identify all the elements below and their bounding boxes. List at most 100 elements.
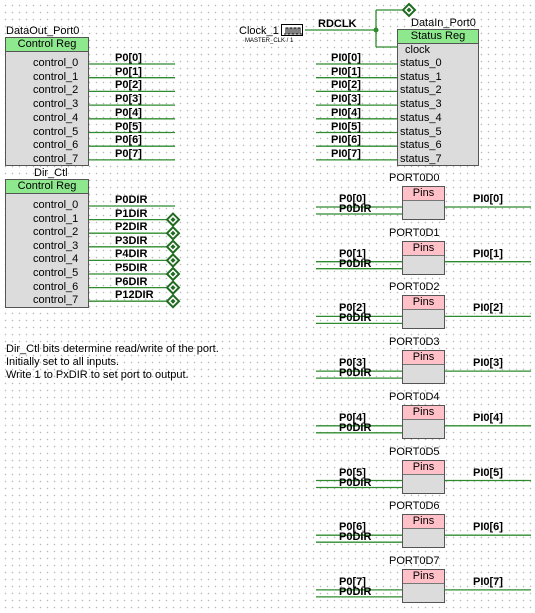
datain-net-label: PI0[6] — [331, 134, 361, 147]
clock-component[interactable] — [281, 24, 303, 36]
datain-net-label: PI0[3] — [331, 93, 361, 106]
dirctl-pin-label: control_5 — [33, 267, 79, 279]
dataout-net-label: P0[5] — [115, 120, 142, 133]
note-line: Write 1 to PxDIR to set port to output. — [6, 369, 189, 381]
dataout-title: DataOut_Port0 — [6, 25, 80, 37]
off-page-connector-icon — [165, 266, 181, 282]
dataout-pin-label: control_2 — [33, 84, 79, 97]
note-line: Initially set to all inputs. — [6, 356, 120, 368]
dataout-net-label: P0[7] — [115, 147, 142, 160]
dirctl-pin-label: control_2 — [33, 226, 79, 239]
port-out-net-label: PI0[1] — [473, 247, 503, 260]
dirctl-net-label: P0DIR — [115, 194, 148, 206]
port-pins-component[interactable]: Pins — [402, 514, 445, 549]
pins-header: Pins — [403, 460, 444, 475]
port-dir-net-label: P0DIR — [339, 312, 372, 325]
dataout-pin-label: control_1 — [33, 70, 79, 83]
off-page-connector-icon — [165, 239, 181, 255]
datain-net-label: PI0[0] — [331, 52, 361, 64]
dirctl-control-reg[interactable]: Control Reg — [5, 179, 89, 308]
dataout-pin-label: control_0 — [33, 57, 79, 69]
dataout-pin-label: control_3 — [33, 98, 79, 111]
port-dir-net-label: P0DIR — [339, 367, 372, 380]
port-name: PORT0D5 — [389, 445, 440, 458]
clock-name: Clock_1 — [239, 25, 279, 37]
port-out-net-label: PI0[6] — [473, 521, 503, 534]
port-pins-component[interactable]: Pins — [402, 295, 445, 330]
dirctl-net-label: P6DIR — [115, 275, 148, 288]
port-name: PORT0D1 — [389, 226, 440, 239]
datain-pin-label: status_2 — [400, 84, 442, 97]
pins-header: Pins — [403, 351, 444, 366]
dirctl-header: Control Reg — [6, 180, 88, 194]
datain-status-reg[interactable]: Status Reg — [397, 29, 479, 166]
port-out-net-label: PI0[4] — [473, 411, 503, 424]
datain-title: DataIn_Port0 — [411, 17, 476, 29]
port-dir-net-label: P0DIR — [339, 257, 372, 270]
port-out-net-label: PI0[0] — [473, 193, 503, 205]
port-dir-net-label: P0DIR — [339, 476, 372, 489]
dirctl-net-label: P12DIR — [115, 289, 154, 302]
datain-pin-label: status_7 — [400, 152, 442, 165]
port-out-net-label: PI0[5] — [473, 466, 503, 479]
port-dir-net-label: P0DIR — [339, 585, 372, 598]
port-name: PORT0D3 — [389, 336, 440, 349]
dirctl-net-label: P3DIR — [115, 234, 148, 247]
port-out-net-label: PI0[2] — [473, 302, 503, 315]
datain-pin-label: status_0 — [400, 57, 442, 69]
off-page-connector-icon — [165, 293, 181, 309]
port-pins-component[interactable]: Pins — [402, 350, 445, 385]
port-name: PORT0D7 — [389, 554, 440, 567]
dataout-net-label: P0[0] — [115, 52, 142, 64]
dirctl-title: Dir_Ctl — [34, 167, 68, 179]
clock-waveform-icon — [284, 27, 302, 35]
dirctl-net-label: P1DIR — [115, 207, 148, 220]
port-dir-net-label: P0DIR — [339, 421, 372, 434]
port-in-net-label: P0[6] — [339, 521, 366, 534]
dataout-control-reg[interactable]: Control Reg — [5, 37, 89, 166]
pins-header: Pins — [403, 569, 444, 584]
datain-net-label: PI0[4] — [331, 106, 361, 119]
port-pins-component[interactable]: Pins — [402, 240, 445, 275]
datain-pin-label: status_6 — [400, 139, 442, 152]
port-pins-component[interactable]: Pins — [402, 404, 445, 439]
dirctl-pin-label: control_7 — [33, 294, 79, 307]
datain-net-label: PI0[5] — [331, 120, 361, 133]
port-pins-component[interactable]: Pins — [402, 568, 445, 603]
clock-net-label: RDCLK — [318, 18, 357, 30]
port-in-net-label: P0[0] — [339, 193, 366, 205]
dirctl-pin-label: control_1 — [33, 212, 79, 225]
dirctl-pin-label: control_4 — [33, 253, 79, 266]
pins-header: Pins — [403, 515, 444, 530]
dir-ctl-note: Dir_Ctl bits determine read/write of the… — [6, 343, 219, 382]
pins-header: Pins — [403, 405, 444, 420]
dirctl-pin-label: control_0 — [33, 199, 79, 211]
off-page-connector-icon — [165, 280, 181, 296]
port-pins-component[interactable]: Pins — [402, 459, 445, 494]
dataout-net-label: P0[4] — [115, 106, 142, 119]
port-dir-net-label: P0DIR — [339, 531, 372, 544]
dirctl-net-label: P4DIR — [115, 248, 148, 261]
dataout-pin-label: control_5 — [33, 125, 79, 138]
dirctl-pin-label: control_3 — [33, 239, 79, 252]
datain-net-label: PI0[2] — [331, 79, 361, 92]
port-out-net-label: PI0[3] — [473, 357, 503, 370]
port-in-net-label: P0[4] — [339, 411, 366, 424]
dirctl-net-label: P5DIR — [115, 262, 148, 274]
datain-pin-label: status_4 — [400, 111, 442, 124]
dataout-net-label: P0[1] — [115, 65, 142, 78]
datain-pin-label: status_1 — [400, 70, 442, 83]
pins-header: Pins — [403, 187, 444, 201]
port-in-net-label: P0[1] — [339, 247, 366, 260]
dirctl-net-label: P2DIR — [115, 221, 148, 234]
port-out-net-label: PI0[7] — [473, 575, 503, 588]
datain-header: Status Reg — [398, 30, 478, 44]
port-name: PORT0D4 — [389, 390, 440, 403]
note-line: Dir_Ctl bits determine read/write of the… — [6, 343, 219, 355]
port-in-net-label: P0[7] — [339, 575, 366, 588]
datain-pin-label: status_5 — [400, 125, 442, 138]
port-pins-component[interactable]: Pins — [402, 186, 445, 220]
port-name: PORT0D0 — [389, 172, 440, 184]
